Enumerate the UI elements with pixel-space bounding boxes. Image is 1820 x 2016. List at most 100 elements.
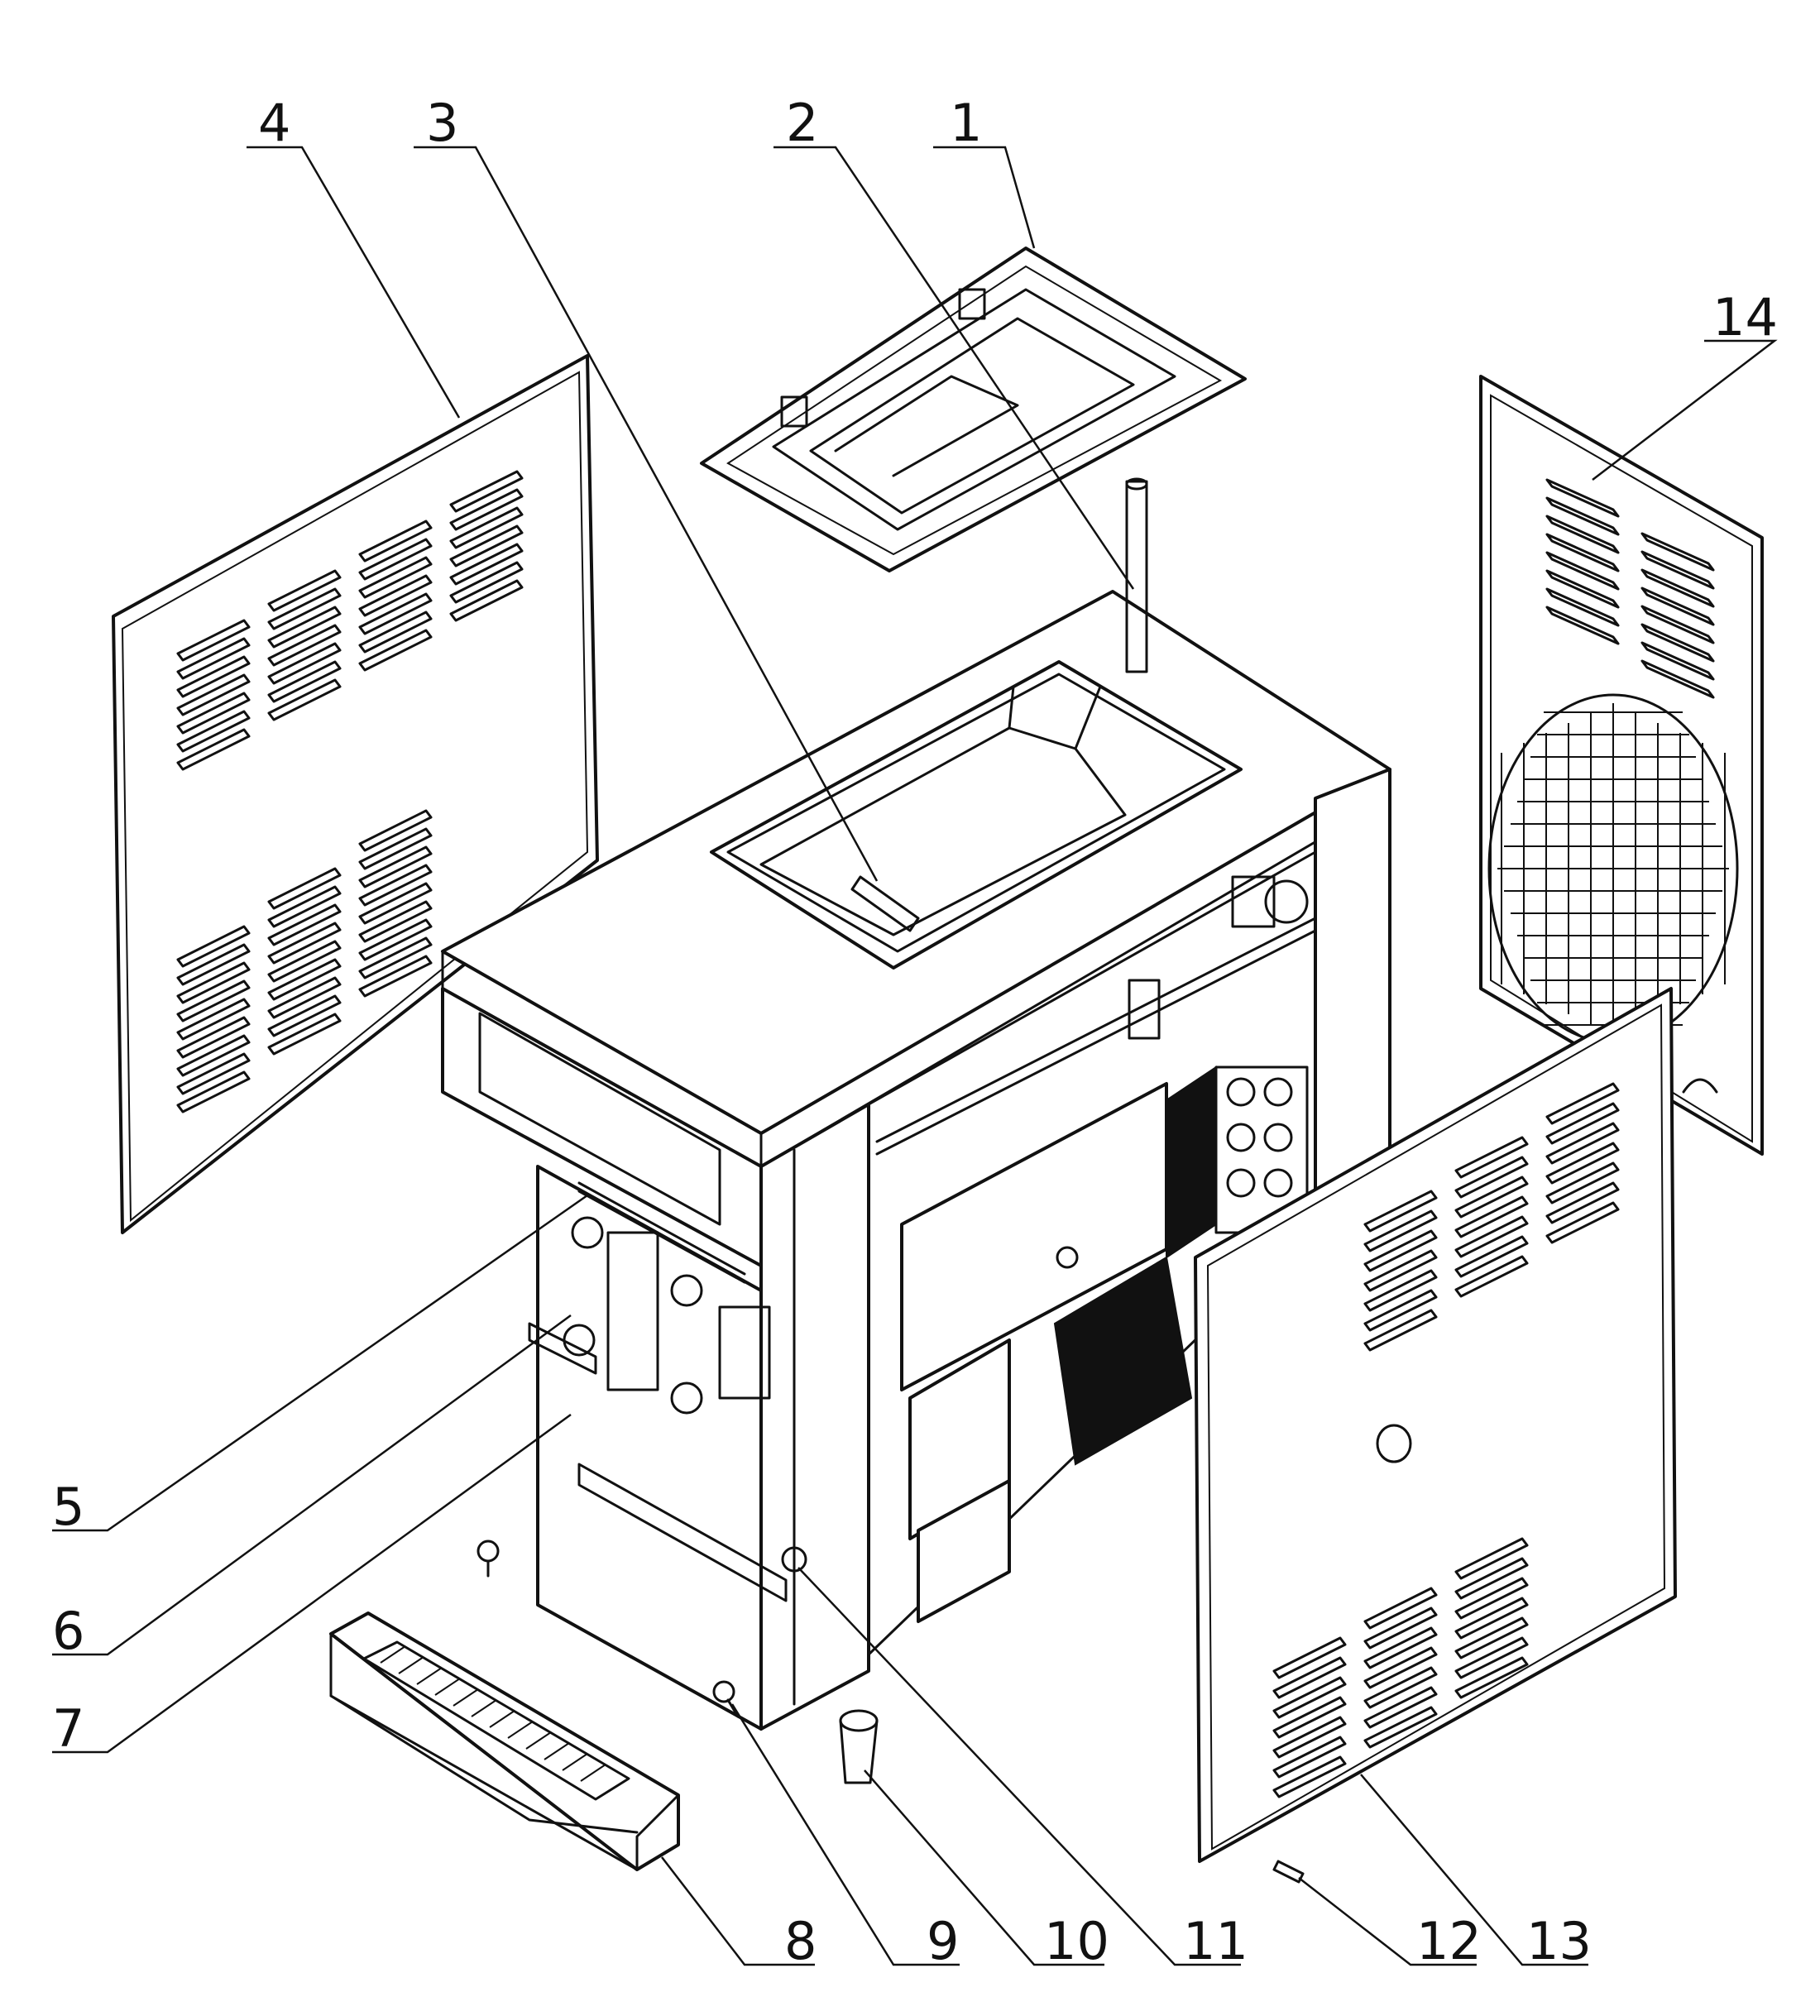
- louvre-slot: [1363, 1289, 1438, 1332]
- louvre-slot: [1545, 515, 1620, 554]
- louvre-slot: [1454, 1136, 1529, 1179]
- louvre-slot: [267, 885, 342, 928]
- louvre-slot: [1454, 1537, 1529, 1580]
- machine-body: [441, 477, 1391, 1731]
- callout-7: 7: [52, 1698, 84, 1759]
- louvre-slot: [1545, 1201, 1620, 1244]
- louvre-slot: [1363, 1686, 1438, 1729]
- louvre-slot: [358, 538, 433, 581]
- tray-grid-bar: [380, 1645, 406, 1664]
- louvre-slot: [176, 728, 251, 771]
- louvre-slot: [1272, 1736, 1347, 1779]
- louvre-slot: [1545, 1122, 1620, 1165]
- louvre-slot: [1454, 1577, 1529, 1620]
- louvre-slot: [267, 958, 342, 1001]
- louvre-slot: [1363, 1607, 1438, 1650]
- tray-grid-bar: [471, 1699, 497, 1717]
- louvre-slot: [1363, 1209, 1438, 1252]
- callout-1: 1: [950, 93, 982, 153]
- louvre-slot: [358, 918, 433, 961]
- louvre-slot: [1272, 1656, 1347, 1699]
- louvre-slot: [267, 940, 342, 983]
- louvre-slot: [1545, 1082, 1620, 1125]
- condenser-coil: [1226, 1168, 1256, 1198]
- louvre-slot: [176, 925, 251, 968]
- louvre-slot: [1454, 1656, 1529, 1699]
- callout-12: 12: [1416, 1911, 1482, 1971]
- louvre-slot: [1545, 606, 1620, 645]
- louvre-slot: [1454, 1636, 1529, 1679]
- connector-11: [781, 1546, 807, 1573]
- hopper-lid: [700, 247, 1247, 572]
- louvre-slot: [267, 624, 342, 667]
- louvre-slot: [176, 961, 251, 1004]
- dispense-valve: [528, 1181, 771, 1415]
- cup-10: [839, 1709, 879, 1784]
- callout-4: 4: [258, 93, 290, 153]
- louvre-slot: [176, 1016, 251, 1059]
- louvre-slot: [1545, 587, 1620, 627]
- louvre-slot: [1640, 568, 1715, 608]
- louvre-slot: [358, 827, 433, 870]
- louvre-slot: [1363, 1666, 1438, 1709]
- louvre-slot: [267, 1013, 342, 1056]
- right-rear-panel: [1479, 375, 1764, 1156]
- tray-grid-bar: [453, 1688, 479, 1707]
- louvre-slot: [267, 678, 342, 721]
- louvre-slot: [1454, 1215, 1529, 1258]
- callout-9: 9: [927, 1911, 959, 1971]
- tray-grid-bar: [489, 1710, 515, 1728]
- louvre-slot: [358, 936, 433, 979]
- louvre-slot: [1272, 1636, 1347, 1679]
- louvre-slot: [267, 642, 342, 685]
- tray-grid-bar: [544, 1742, 570, 1760]
- air-tube: [1125, 477, 1148, 673]
- louvre-slot: [358, 882, 433, 925]
- louvre-slot: [1640, 659, 1715, 699]
- louvre-slot: [1454, 1176, 1529, 1219]
- louvre-slot: [1363, 1626, 1438, 1669]
- callout-6: 6: [52, 1601, 84, 1661]
- louvre-slot: [358, 900, 433, 943]
- louvre-slot: [358, 611, 433, 654]
- louvre-slot: [267, 569, 342, 612]
- louvre-slot: [1363, 1249, 1438, 1292]
- louvre-slot: [358, 845, 433, 888]
- callout-14: 14: [1712, 287, 1778, 347]
- callout-5: 5: [52, 1477, 84, 1537]
- louvre-slot: [358, 574, 433, 617]
- louvre-slot: [176, 998, 251, 1041]
- condenser-coil: [1226, 1077, 1256, 1107]
- louvre-slot: [1545, 478, 1620, 518]
- tray-grid-bar: [580, 1764, 606, 1782]
- louvre-slot: [1545, 551, 1620, 591]
- callout-11: 11: [1183, 1911, 1248, 1971]
- louvre-slot: [1454, 1195, 1529, 1238]
- louvre-slot: [358, 955, 433, 998]
- louvre-slot: [449, 506, 524, 549]
- louvre-slot: [267, 976, 342, 1019]
- louvre-slot: [267, 660, 342, 703]
- louvre-slot: [449, 543, 524, 586]
- tray-grid-bar: [507, 1721, 534, 1739]
- screw-12: [1272, 1860, 1305, 1884]
- louvre-slot: [358, 520, 433, 563]
- louvre-slot: [176, 655, 251, 698]
- louvre-slot: [267, 606, 342, 649]
- louvre-slot: [267, 994, 342, 1037]
- screw-front: [477, 1540, 500, 1578]
- louvre-slot: [1363, 1269, 1438, 1312]
- louvre-slot: [1454, 1557, 1529, 1600]
- louvre-slot: [449, 488, 524, 531]
- callout-labels: 1 2 3 4 5 6 7 8 9 10 11 12 13 14: [52, 93, 1778, 1971]
- tray-grid-bar: [398, 1656, 424, 1674]
- louvre-slot: [358, 629, 433, 672]
- louvre-slot: [267, 922, 342, 965]
- louvre-slot: [1640, 587, 1715, 626]
- louvre-slot: [1454, 1255, 1529, 1298]
- drip-tray: [329, 1611, 680, 1871]
- louvre-slot: [176, 979, 251, 1022]
- front-right-panel: [1194, 987, 1677, 1863]
- louvre-slot: [1272, 1696, 1347, 1739]
